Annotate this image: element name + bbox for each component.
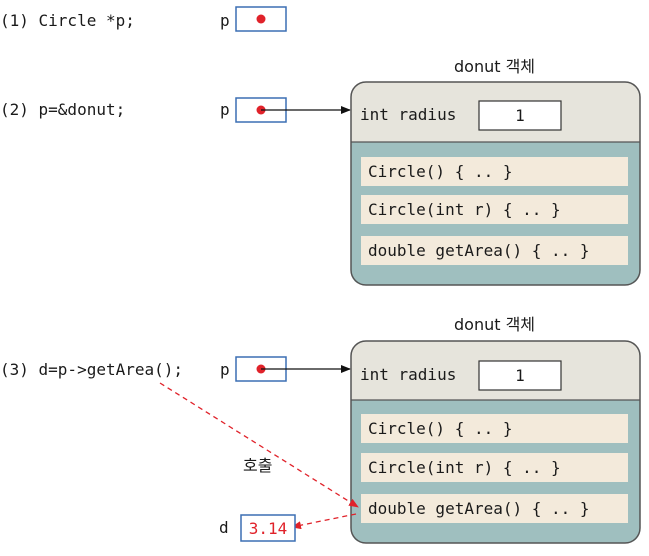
step3-method-row-2 (361, 453, 628, 482)
result-box (240, 514, 296, 542)
step3-field-label: int radius (360, 365, 456, 384)
call-arrow (159, 382, 359, 508)
step3-method-row-3 (361, 494, 628, 523)
step3-code: (3) d=p->getArea(); (0, 360, 183, 379)
step2-method-row-1 (361, 157, 628, 186)
step2-pointer-label: p (220, 100, 230, 119)
step2-method-2: Circle(int r) { .. } (368, 200, 561, 219)
step2-method-row-3 (361, 236, 628, 265)
step1-pointer-label: p (220, 11, 230, 30)
step3-method-2: Circle(int r) { .. } (368, 458, 561, 477)
step2-object-title: donut 객체 (454, 57, 535, 76)
step2-method-3: double getArea() { .. } (368, 241, 590, 260)
call-label: 호출 (243, 456, 272, 475)
result-label: d (219, 518, 229, 537)
step2-field-value-box (478, 100, 562, 131)
return-arrow (291, 513, 357, 530)
step3-field-value: 1 (515, 366, 525, 385)
step3-method-1: Circle() { .. } (368, 419, 513, 438)
step3-pointer-label: p (220, 360, 230, 379)
step2-field-value: 1 (515, 106, 525, 125)
step1-pointer-dot (256, 14, 266, 24)
step2-method-row-2 (361, 195, 628, 224)
step1-code: (1) Circle *p; (0, 11, 135, 30)
step2-code: (2) p=&donut; (0, 100, 125, 119)
step3-object-title: donut 객체 (454, 315, 535, 334)
step3-field-value-box (478, 360, 562, 391)
result-value: 3.14 (249, 519, 288, 538)
step1-pointer-box (235, 6, 287, 32)
step2-method-1: Circle() { .. } (368, 162, 513, 181)
step3-method-3: double getArea() { .. } (368, 499, 590, 518)
step3-method-row-1 (361, 414, 628, 443)
step2-field-label: int radius (360, 105, 456, 124)
